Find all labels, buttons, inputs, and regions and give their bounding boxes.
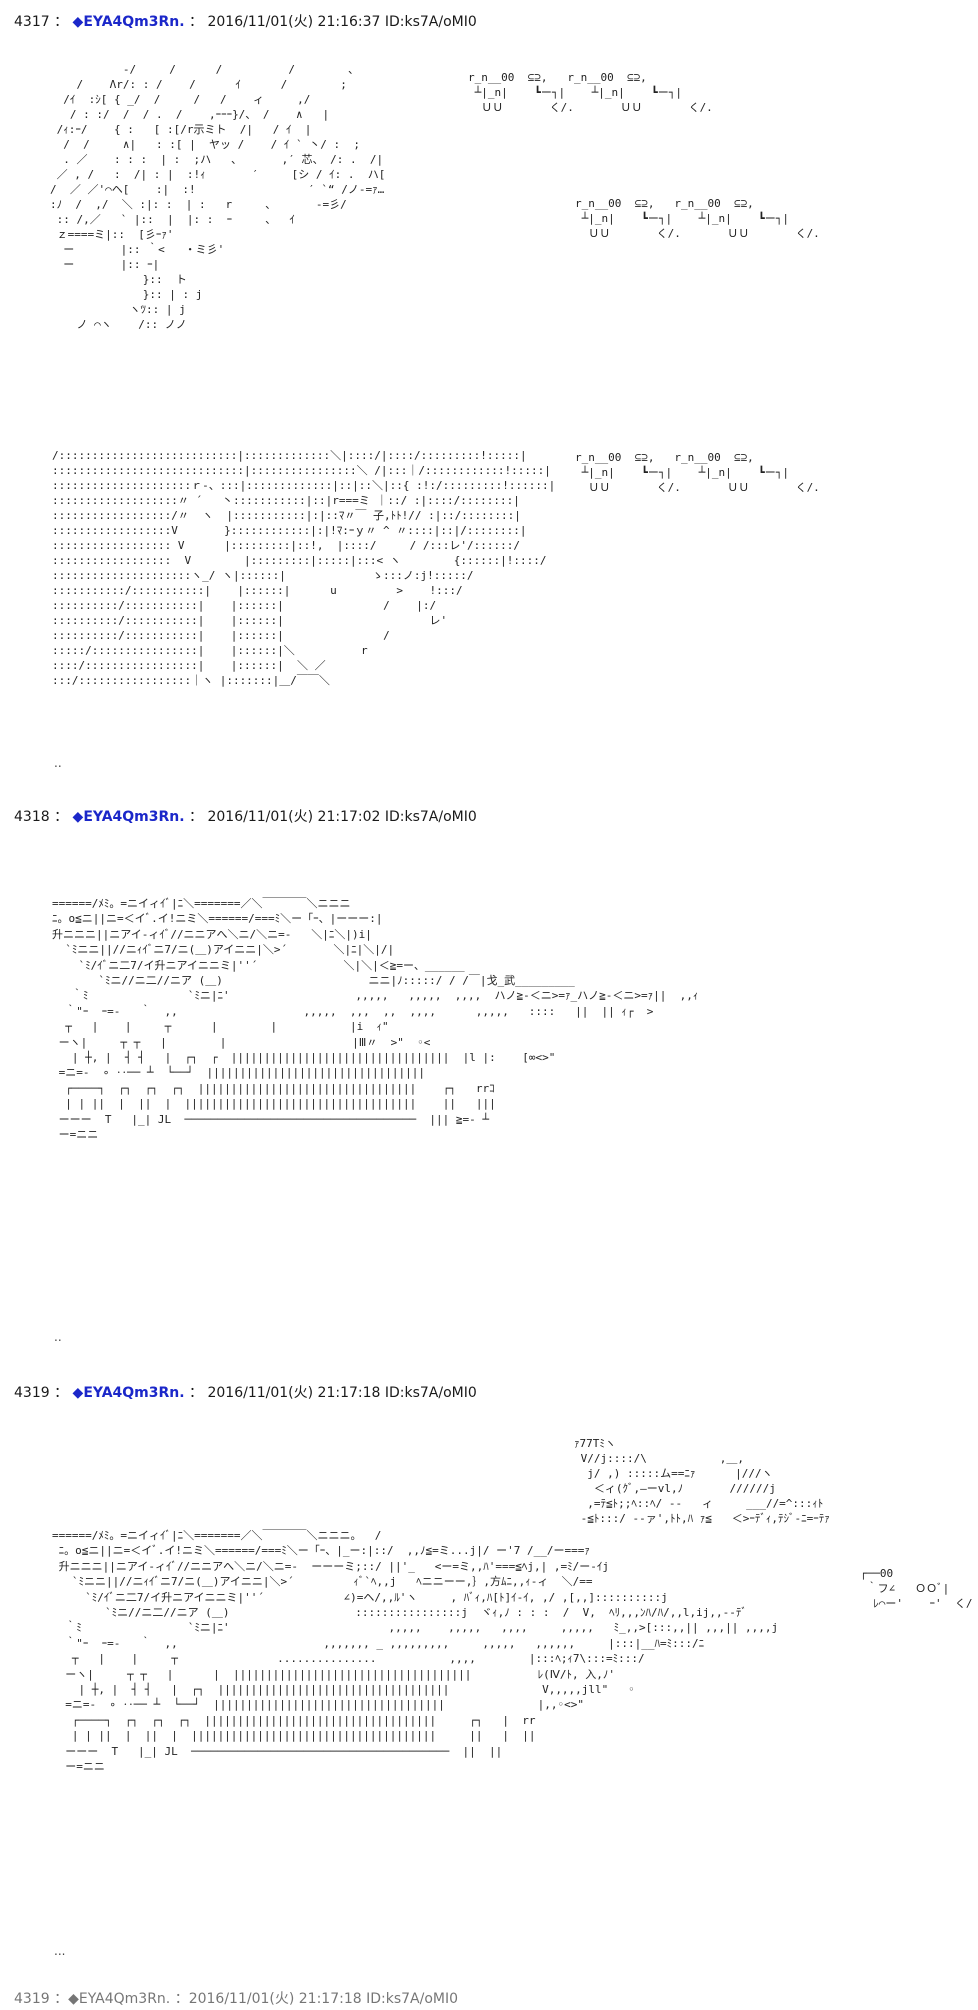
post-datetime: 2016/11/01(火) 21:16:37 (207, 14, 381, 30)
separator: ： (189, 1385, 204, 1401)
separator: ： (54, 14, 69, 30)
separator: ： (54, 1385, 69, 1401)
post-header-4318: 4318 ： ◆EYA4Qm3Rn. ： 2016/11/01(火) 21:17… (14, 806, 477, 828)
trip-name: EYA4Qm3Rn. (83, 14, 185, 30)
post-number[interactable]: 4319 (14, 1385, 50, 1401)
ascii-art-panel: /:::::::::::::::::::::::::::|:::::::::::… (52, 449, 556, 687)
separator: ： (189, 809, 204, 825)
ascii-art-sfx: ┌──00 ｀フ∠ ＯＯﾞ| ﾚ⌒ー' ｰ' く/ (860, 1567, 973, 1610)
trip-name: EYA4Qm3Rn. (83, 1385, 185, 1401)
trip-diamond-icon: ◆ (72, 14, 84, 30)
post-id[interactable]: ID:ks7A/oMI0 (384, 14, 477, 30)
ascii-art-figure: -/ / / / 、 / Λr/: : / / ｲ / ; /ｲ :ｼ[ { _… (50, 63, 386, 331)
post-footer: ... (54, 1944, 66, 1958)
ascii-art-sfx: r_n__00 ⊆⊇, r_n__00 ⊆⊇, ┴|_n| ┗ー┐| ┴|_n|… (575, 197, 820, 240)
post-footer: .. (54, 1330, 62, 1344)
post-header-4319: 4319 ： ◆EYA4Qm3Rn. ： 2016/11/01(火) 21:17… (14, 1382, 477, 1404)
trip-diamond-icon: ◆ (72, 809, 84, 825)
ascii-art-character: ｧ77Tﾐヽ V//j::::/\ ,＿, j/ ,) :::::ム==ﾆｧ |… (574, 1437, 830, 1525)
post-datetime: 2016/11/01(火) 21:17:18 (207, 1385, 381, 1401)
trip-name: EYA4Qm3Rn. (83, 809, 185, 825)
ascii-art-scene: ======/ﾒﾐ。=ニイィｲﾞ|ﾆ＼=======／＼￣￣￣￣＼ニニニ ﾆ。o… (52, 897, 699, 1142)
post-header-4317: 4317 ： ◆EYA4Qm3Rn. ： 2016/11/01(火) 21:16… (14, 11, 477, 33)
post-id[interactable]: ID:ks7A/oMI0 (384, 809, 477, 825)
cutoff-post-header: 4319 ：◆EYA4Qm3Rn. ：2016/11/01(火) 21:17:1… (14, 1991, 459, 2007)
ascii-art-sfx: r_n__00 ⊆⊇, r_n__00 ⊆⊇, ┴|_n| ┗ー┐| ┴|_n|… (575, 451, 820, 494)
post-id[interactable]: ID:ks7A/oMI0 (384, 1385, 477, 1401)
ascii-art-sfx: r_n__00 ⊆⊇, r_n__00 ⊆⊇, ┴|_n| ┗ー┐| ┴|_n|… (468, 71, 713, 114)
ascii-art-scene: ======/ﾒﾐ。=ニイィｲﾞ|ﾆ＼=======／＼￣￣￣￣＼ニニニ。 / … (52, 1529, 779, 1774)
post-footer: .. (54, 756, 62, 770)
post-number[interactable]: 4317 (14, 14, 50, 30)
separator: ： (54, 809, 69, 825)
separator: ： (189, 14, 204, 30)
post-datetime: 2016/11/01(火) 21:17:02 (207, 809, 381, 825)
trip-diamond-icon: ◆ (72, 1385, 84, 1401)
post-number[interactable]: 4318 (14, 809, 50, 825)
